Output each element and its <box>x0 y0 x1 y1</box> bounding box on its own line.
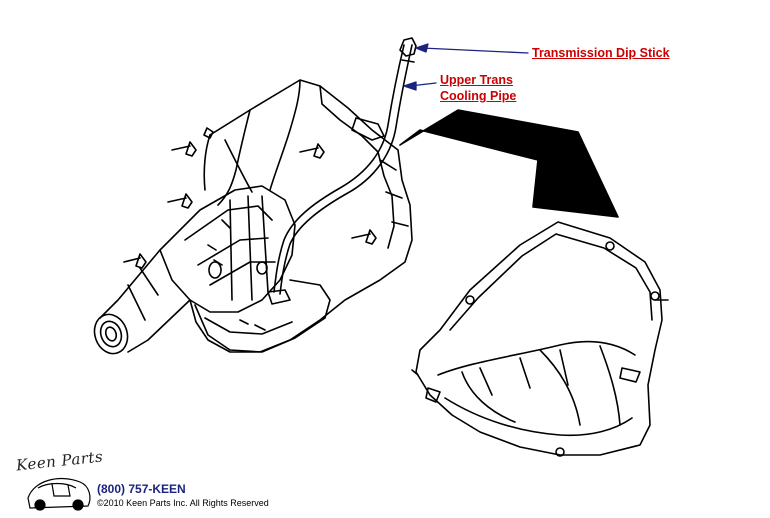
phone-number-link[interactable]: (800) 757-KEEN <box>97 482 186 496</box>
zoom-pointer-arrow <box>399 109 619 218</box>
callout-arrows <box>403 43 529 91</box>
dipstick-tube <box>267 37 417 305</box>
cooling-pipe-label-line2: Cooling Pipe <box>440 89 517 103</box>
bellhousing-detail <box>411 221 669 457</box>
logo-car-icon <box>27 477 91 511</box>
footer-branding: Keen Parts (800) 757-KEEN ©2010 Keen Par… <box>6 447 306 516</box>
tail-housing <box>93 249 191 355</box>
cooling-pipe-label-line1: Upper Trans <box>440 73 513 87</box>
bolts <box>123 127 377 269</box>
keen-parts-logo: Keen Parts <box>15 447 104 475</box>
transmission-dipstick-label[interactable]: Transmission Dip Stick <box>532 46 670 60</box>
oil-pan <box>194 279 331 353</box>
upper-trans-cooling-pipe-label[interactable]: Upper Trans Cooling Pipe <box>440 72 516 104</box>
transmission-body <box>159 185 296 313</box>
copyright-text: ©2010 Keen Parts Inc. All Rights Reserve… <box>97 498 269 508</box>
